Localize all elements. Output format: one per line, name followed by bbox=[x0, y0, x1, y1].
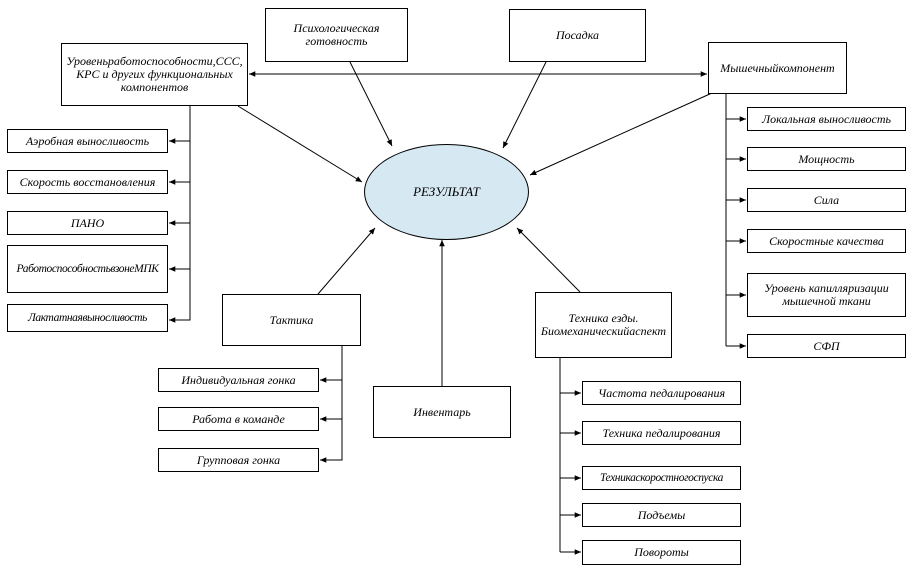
technique-item: Повороты bbox=[582, 540, 741, 565]
right-list-item: СФП bbox=[747, 334, 906, 358]
right-list-item: Мощность bbox=[747, 147, 906, 171]
muscle-component-box: Мышечныйкомпонент bbox=[708, 42, 847, 94]
left-list-spine bbox=[169, 106, 191, 321]
left-list-item: Скорость восстановления bbox=[7, 170, 168, 194]
technique-item: Частота педалирования bbox=[582, 381, 741, 405]
arrow-posture-to-result bbox=[502, 61, 547, 149]
right-list-item: Сила bbox=[747, 188, 906, 212]
tactics-item: Индивидуальная гонка bbox=[158, 368, 319, 392]
arrow-muscle-to-result bbox=[529, 92, 713, 176]
right-list-item: Уровень капилляризации мышечной ткани bbox=[747, 273, 906, 317]
posture-box: Посадка bbox=[509, 9, 646, 62]
left-list-item: Лактатнаявыносливость bbox=[7, 304, 168, 332]
technique-box: Техника езды. Биомеханическийаспект bbox=[535, 292, 672, 358]
tactics-box: Тактика bbox=[222, 294, 361, 346]
right-list-item: Скоростные качества bbox=[747, 229, 906, 253]
left-list-item: РаботоспособностьвзонеМПК bbox=[7, 245, 168, 293]
arrow-technique-to-result bbox=[516, 227, 581, 293]
technique-item: Техникаскоростногоспуска bbox=[582, 466, 741, 490]
psych-readiness-box: Психологическая готовность bbox=[265, 8, 408, 62]
arrow-work-capacity-to-result bbox=[237, 105, 363, 183]
left-list-item: ПАНО bbox=[7, 211, 168, 235]
technique-item: Техника педалирования bbox=[582, 421, 741, 445]
tactics-spine bbox=[320, 346, 343, 461]
technique-item: Подъемы bbox=[582, 503, 741, 527]
left-list-item: Аэробная выносливость bbox=[7, 129, 168, 153]
arrow-tactics-to-result bbox=[317, 227, 376, 295]
right-list-item: Локальная выносливость bbox=[747, 107, 906, 131]
tactics-item: Групповая гонка bbox=[158, 448, 319, 472]
result-ellipse: РЕЗУЛЬТАТ bbox=[364, 144, 529, 240]
work-capacity-box: Уровеньработоспособности,ССС, КРС и друг… bbox=[61, 43, 248, 106]
arrow-psych-to-result bbox=[349, 61, 393, 147]
inventory-box: Инвентарь bbox=[373, 386, 511, 438]
tactics-item: Работа в команде bbox=[158, 407, 319, 431]
